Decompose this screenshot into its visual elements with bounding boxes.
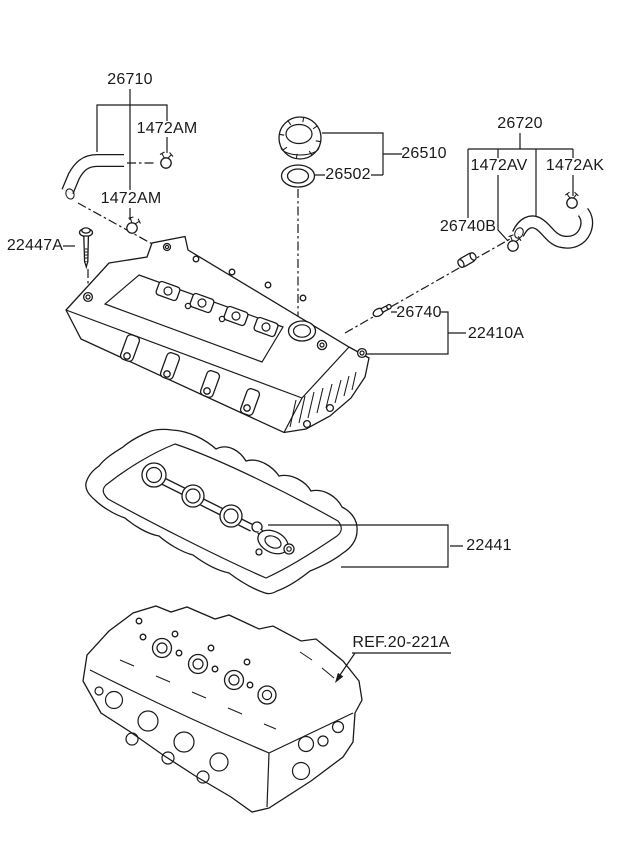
- hose-clamp-1472av-icon: [505, 233, 523, 253]
- part-label-22441: 22441: [466, 537, 512, 554]
- part-label-1472am-mid: 1472AM: [100, 190, 162, 207]
- bracket-26740-22410a: [366, 311, 466, 355]
- part-label-26720: 26720: [497, 115, 543, 132]
- part-label-1472av: 1472AV: [470, 157, 528, 174]
- hose-clamp-1472am-2-icon: [124, 215, 143, 236]
- valve-cover: [65, 235, 370, 434]
- leader-lines: [63, 89, 574, 334]
- ref-arrow: [335, 652, 451, 683]
- pcv-valve-icon: [372, 303, 392, 318]
- oil-filler-cap: [278, 116, 322, 160]
- hose-clamp-1472ak-icon: [564, 190, 581, 210]
- pcv-nipple-icon: [457, 252, 477, 269]
- flange-bolt-22447a: [78, 227, 94, 270]
- part-label-26710: 26710: [107, 71, 153, 88]
- breather-hose: [61, 154, 124, 200]
- callout-box-22441: [268, 524, 463, 568]
- pcv-hose: [512, 207, 594, 249]
- part-label-26740b: 26740B: [439, 218, 497, 235]
- part-label-26502: 26502: [325, 166, 371, 183]
- part-label-22410a: 22410A: [467, 325, 525, 342]
- rocker-cover-gasket: [85, 428, 358, 595]
- part-label-ref-20-221a: REF.20-221A: [352, 634, 450, 651]
- part-label-1472am-top: 1472AM: [136, 120, 198, 137]
- hose-clamp-1472am-1-icon: [159, 151, 174, 169]
- cylinder-head: [82, 605, 363, 813]
- part-label-26740: 26740: [396, 304, 442, 321]
- part-label-1472ak: 1472AK: [545, 157, 605, 174]
- part-label-22447a: 22447A: [6, 237, 64, 254]
- filler-cap-gasket: [280, 164, 316, 188]
- part-label-26510: 26510: [401, 145, 447, 162]
